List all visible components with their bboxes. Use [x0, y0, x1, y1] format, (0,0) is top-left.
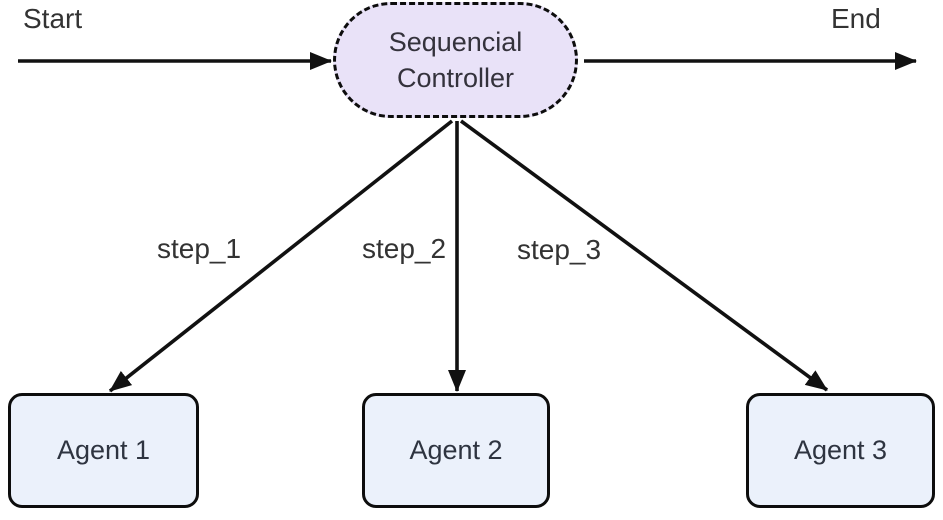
- node-agent-3-label: Agent 3: [793, 435, 888, 465]
- node-agent-1-label: Agent 1: [56, 435, 151, 465]
- start-label: Start: [23, 3, 83, 34]
- node-sequencial-controller-label: Sequencial Controller: [388, 26, 523, 93]
- edge-label-step-1: step_1: [157, 233, 242, 264]
- edge-step3-arrow: [459, 119, 829, 392]
- end-label: End: [831, 3, 881, 34]
- node-agent-1: Agent 1: [8, 393, 199, 508]
- edge-label-step-2: step_2: [362, 233, 447, 264]
- edge-step1-arrow: [108, 119, 454, 393]
- node-agent-2-label: Agent 2: [409, 435, 503, 465]
- node-agent-2: Agent 2: [362, 393, 550, 508]
- edge-label-step-3: step_3: [517, 234, 602, 265]
- node-sequencial-controller: Sequencial Controller: [333, 2, 578, 118]
- node-agent-3: Agent 3: [746, 393, 935, 508]
